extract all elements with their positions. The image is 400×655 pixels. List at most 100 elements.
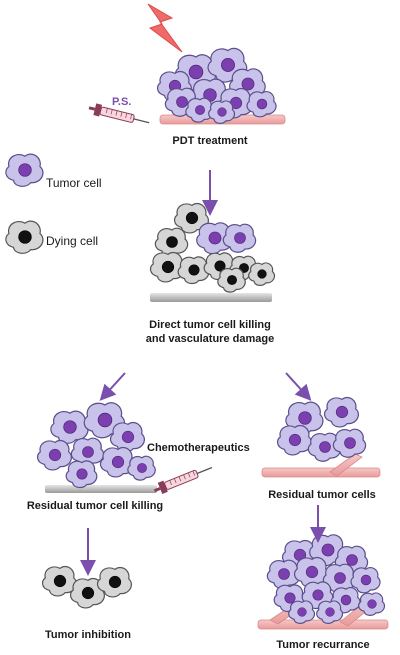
- ps-label: P.S.: [112, 96, 132, 108]
- tumor-cell: [5, 153, 44, 187]
- dying-cell: [177, 256, 210, 285]
- tumor-cell: [50, 410, 89, 444]
- tumor-cell: [334, 545, 369, 575]
- tumor-recurrance-label: Tumor recurrance: [276, 639, 370, 651]
- tumor-nucleus: [334, 572, 346, 584]
- tumor-nucleus: [367, 599, 377, 609]
- legend-tumor-label: Tumor cell: [46, 176, 102, 190]
- chemo-syringe-icon: [153, 466, 213, 495]
- direct-killing-label-1: Direct tumor cell killing: [149, 319, 271, 331]
- damaged-vessel-left: [45, 485, 157, 493]
- dying-cell: [217, 267, 246, 293]
- tumor-nucleus: [221, 58, 235, 72]
- tumor-cell: [164, 87, 199, 117]
- tumor-cell: [127, 455, 156, 481]
- arrow-to-residual-killing: [99, 372, 126, 401]
- dying-nucleus: [227, 275, 237, 285]
- tumor-cell: [196, 222, 233, 255]
- tumor-nucleus: [346, 554, 358, 566]
- tumor-nucleus: [278, 568, 290, 580]
- tumor-inhibition-label: Tumor inhibition: [45, 629, 131, 641]
- tumor-nucleus: [97, 412, 113, 428]
- tumor-nucleus: [305, 565, 319, 579]
- tumor-nucleus: [344, 437, 356, 449]
- tumor-cell: [309, 534, 346, 567]
- dying-cell: [248, 262, 276, 286]
- tumor-cell: [222, 223, 257, 253]
- tumor-cell: [301, 581, 334, 610]
- tumor-cell: [322, 563, 357, 593]
- tumor-nucleus: [121, 430, 135, 444]
- dying-nucleus: [188, 264, 200, 276]
- dying-cell: [203, 252, 236, 281]
- tumor-cell: [185, 97, 214, 123]
- tumor-nucleus: [321, 543, 335, 557]
- tumor-cell: [276, 424, 313, 456]
- dying-nucleus: [53, 574, 67, 588]
- tumor-cell: [83, 402, 126, 439]
- tumor-cell: [307, 432, 342, 462]
- tumor-nucleus: [335, 405, 349, 419]
- tumor-cell: [358, 592, 386, 616]
- tumor-nucleus: [208, 231, 222, 245]
- blood-vessel-right: [261, 467, 381, 478]
- tumor-nucleus: [137, 463, 147, 473]
- direct-killing-label-2: and vasculature damage: [145, 333, 275, 345]
- tumor-nucleus: [217, 107, 227, 117]
- tumor-nucleus: [176, 96, 188, 108]
- dying-nucleus: [257, 269, 267, 279]
- dying-nucleus: [214, 260, 226, 272]
- tumor-cell: [207, 47, 248, 83]
- arrow-to-residual-cells: [285, 372, 312, 401]
- dying-nucleus: [166, 236, 178, 248]
- tumor-cell: [65, 460, 98, 489]
- dying-cell: [149, 251, 186, 283]
- vessel-branch: [329, 453, 363, 477]
- tumor-nucleus: [111, 455, 125, 469]
- tumor-nucleus: [48, 448, 62, 462]
- tumor-cell: [273, 584, 306, 613]
- ps-syringe-icon: [88, 103, 150, 124]
- tumor-nucleus: [340, 594, 352, 606]
- tumor-nucleus: [82, 446, 94, 458]
- tumor-cell: [350, 566, 381, 594]
- cells-layer: [5, 47, 386, 624]
- tumor-cell: [229, 68, 266, 101]
- tumor-cell: [323, 396, 360, 428]
- tumor-cell: [332, 428, 367, 458]
- tumor-cell: [174, 54, 217, 91]
- icons-layer: [88, 3, 213, 495]
- dying-nucleus: [18, 230, 32, 244]
- tumor-cell: [246, 90, 277, 118]
- dying-nucleus: [108, 575, 122, 589]
- dying-cell: [5, 220, 44, 254]
- tumor-nucleus: [18, 163, 32, 177]
- tumor-cell: [99, 446, 136, 478]
- dying-nucleus: [81, 586, 95, 600]
- tumor-cell: [316, 600, 344, 624]
- tumor-cell: [266, 559, 301, 589]
- tumor-cell: [109, 421, 146, 453]
- tumor-cell: [288, 600, 316, 624]
- tumor-nucleus: [360, 574, 372, 586]
- tumor-nucleus: [297, 607, 307, 617]
- tumor-cell: [70, 437, 105, 467]
- tumor-nucleus: [188, 64, 204, 80]
- tumor-nucleus: [234, 232, 246, 244]
- dying-cell: [96, 566, 133, 598]
- dying-cell: [41, 565, 78, 597]
- damaged-vessel: [150, 293, 272, 302]
- tumor-cell: [330, 586, 361, 614]
- tumor-cell: [285, 401, 324, 435]
- tumor-nucleus: [256, 98, 268, 110]
- tumor-nucleus: [319, 441, 331, 453]
- tumor-nucleus: [63, 420, 77, 434]
- chemotherapeutics-label: Chemotherapeutics: [147, 442, 250, 454]
- pdt-treatment-label: PDT treatment: [172, 135, 248, 147]
- dying-cell: [154, 227, 189, 257]
- residual-cells-label: Residual tumor cells: [268, 489, 376, 501]
- tumor-nucleus: [325, 607, 335, 617]
- tumor-nucleus: [241, 77, 255, 91]
